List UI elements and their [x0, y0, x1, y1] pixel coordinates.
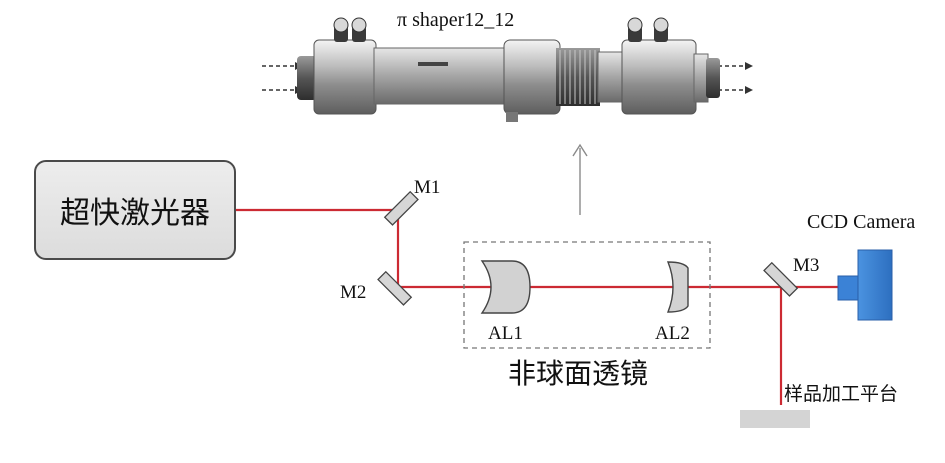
mirror-m3-label: M3: [793, 255, 820, 276]
device-label: π shaper12_12: [397, 9, 515, 31]
lens-al1: [480, 260, 531, 314]
output-beam-arrows: [718, 62, 753, 94]
mirror-m2-label: M2: [340, 282, 367, 303]
lens-al2: [666, 261, 689, 313]
stage-label: 样品加工平台: [784, 383, 899, 405]
mirror-m3: [763, 261, 799, 297]
upward-arrow: [572, 143, 588, 215]
lens-al1-label: AL1: [488, 323, 523, 344]
aspheric-lens-group-box: [463, 241, 711, 349]
ultrafast-laser-box: 超快激光器: [34, 160, 236, 260]
mirror-m2: [377, 270, 413, 306]
ccd-camera-icon: [837, 249, 893, 321]
lens-group-label: 非球面透镜: [508, 357, 649, 390]
mirror-m1: [383, 190, 419, 226]
laser-label: 超快激光器: [60, 196, 210, 231]
camera-label: CCD Camera: [807, 211, 916, 233]
pi-shaper-device: [262, 17, 753, 122]
mirror-m1-label: M1: [414, 177, 441, 198]
lens-al2-label: AL2: [655, 323, 690, 344]
sample-stage: [740, 410, 810, 428]
input-beam-arrows: [262, 62, 303, 94]
